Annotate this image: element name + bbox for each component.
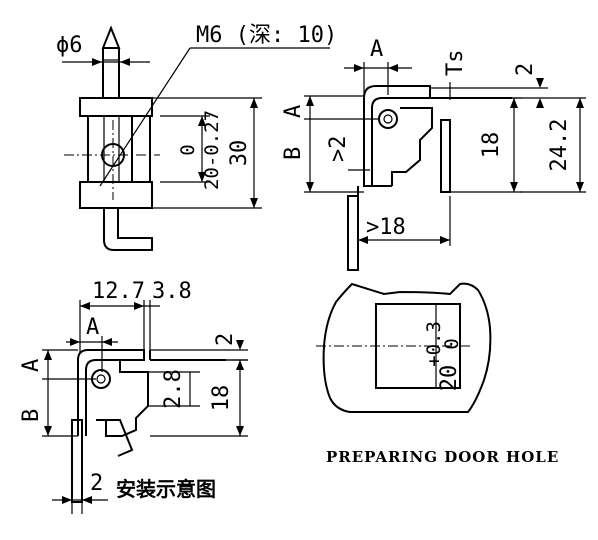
inst-a-label: A [86, 315, 99, 340]
inst-b-vert: B [19, 409, 44, 422]
inst-a-arrow2 [102, 338, 112, 346]
b2-arrow2 [82, 496, 92, 504]
eighteen-arrow1 [510, 98, 518, 108]
side-hole [378, 109, 398, 129]
phi-arrow-right [120, 58, 130, 66]
upper-flange [79, 97, 153, 117]
side-profile [391, 107, 433, 186]
front-view: ϕ6 M6 (深: 10) 0 [56, 23, 337, 251]
phi-label: ϕ6 [56, 33, 83, 58]
side-b-vert: B [281, 147, 306, 160]
side-ab-arrow2 [306, 182, 314, 192]
tol-zero: 0 [177, 144, 199, 155]
side-a-arrow-l [354, 64, 364, 72]
bottom-two: 2 [90, 471, 103, 496]
phi-arrow-left [92, 58, 102, 66]
w18-arrow1 [358, 236, 368, 244]
two-arrow-bottom [536, 98, 544, 108]
hook [103, 208, 153, 251]
door-panel [440, 119, 451, 193]
h30-arrow-top [250, 98, 258, 108]
inst-arrow2 [134, 302, 144, 310]
dim-3-8: 3.8 [152, 279, 192, 304]
side-a-arrow-r [388, 64, 398, 72]
side-height: 24.2 [547, 119, 572, 172]
inst-two-arrow1 [236, 340, 244, 350]
inst-body [77, 349, 145, 436]
inst-eighteen: 18 [209, 385, 234, 412]
side-width: >18 [366, 215, 406, 240]
side-hole-inner [383, 114, 393, 124]
dim-2-8: 2.8 [161, 369, 186, 409]
d18-arrow [236, 426, 244, 436]
gt2-label: >2 [326, 136, 351, 163]
inst-arrow1 [80, 302, 90, 310]
door-hole-view: +0.3 0 20 PREPARING DOOR HOLE [316, 282, 559, 466]
inst-profile [105, 360, 149, 437]
w18-arrow2 [440, 236, 450, 244]
h242-arrow2 [576, 182, 584, 192]
lower-flange [79, 181, 153, 209]
ts-label: Ts [443, 50, 468, 77]
side-view: A Ts 2 A B >2 [281, 37, 586, 271]
side-ab-arrow1 [306, 96, 314, 106]
dim-12-7: 12.7 [92, 279, 145, 304]
door-tol-lower: 0 [441, 338, 463, 349]
tol-arrow-bottom [198, 172, 206, 182]
two-arrow-top [536, 78, 544, 88]
door-caption: PREPARING DOOR HOLE [326, 448, 559, 466]
inst-top [149, 350, 226, 361]
install-caption: 安装示意图 [116, 477, 216, 501]
b2-arrow1 [62, 496, 72, 504]
pin-tip [101, 25, 121, 49]
inst-ab-arrow2 [44, 426, 52, 436]
inst-a-vert: A [19, 359, 44, 372]
h30-arrow-bottom [250, 198, 258, 208]
side-two-label: 2 [513, 63, 538, 76]
inst-hole-inner [96, 374, 106, 384]
install-view: 12.7 3.8 A 2 A B [19, 279, 248, 514]
door-lower [347, 195, 359, 271]
h30-label: 30 [227, 140, 252, 167]
thread-leader [99, 47, 191, 187]
eighteen-arrow2 [510, 182, 518, 192]
inst-a-arrow1 [70, 338, 80, 346]
door-outline [322, 282, 492, 413]
door-tol-upper: +0.3 [423, 321, 445, 367]
tol-arrow-top [198, 116, 206, 126]
side-a-label: A [370, 37, 383, 62]
inst-door [71, 419, 83, 503]
inst-hook [96, 419, 134, 457]
thread-label: M6 (深: 10) [196, 23, 337, 48]
inst-two: 2 [213, 333, 238, 346]
door-size: 20 [437, 365, 462, 392]
tol-value: 20-0.27 [201, 110, 223, 190]
inst-ab-arrow1 [44, 350, 52, 360]
h242-arrow1 [576, 98, 584, 108]
side-eighteen: 18 [479, 132, 504, 159]
side-a-vert: A [281, 105, 306, 118]
